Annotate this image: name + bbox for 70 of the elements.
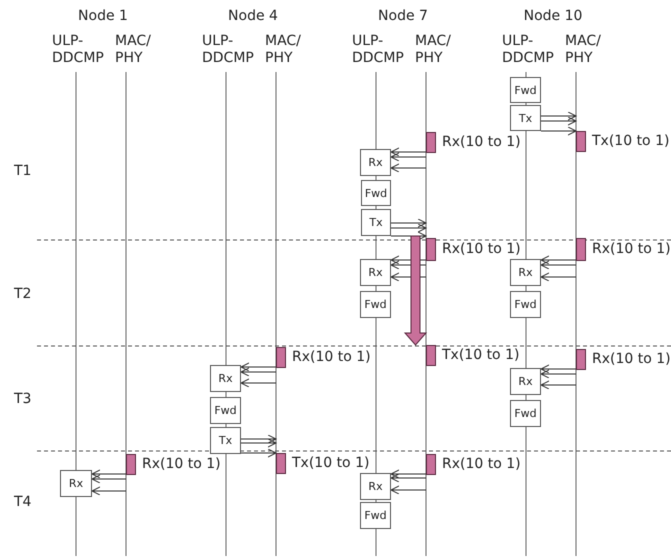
arrow — [240, 368, 276, 376]
layer-label: MAC/PHY — [565, 33, 602, 67]
arrow — [240, 378, 276, 388]
process-box: Fwd — [360, 502, 391, 529]
bar-label: Tx(10 to 1) — [292, 454, 370, 470]
arrow — [540, 370, 576, 378]
process-box: Tx — [510, 105, 541, 131]
time-slot-label: T3 — [14, 391, 32, 408]
arrow — [390, 474, 426, 482]
layer-label: ULP-DDCMP — [502, 33, 554, 67]
arrow — [540, 260, 576, 270]
process-box: Tx — [361, 209, 391, 236]
time-slot-label: T4 — [14, 494, 32, 511]
process-box: Fwd — [510, 291, 541, 318]
arrow — [390, 152, 426, 162]
arrow — [240, 434, 276, 444]
process-box: Fwd — [210, 397, 241, 424]
arrow — [240, 448, 276, 458]
layer-label: MAC/PHY — [115, 33, 152, 67]
arrow — [540, 116, 576, 126]
node-heading: Node 7 — [378, 8, 428, 24]
process-box: Rx — [360, 149, 391, 176]
bar-label: Tx(10 to 1) — [442, 346, 520, 362]
process-box: Fwd — [510, 77, 541, 103]
arrow — [540, 256, 576, 264]
node-heading: Node 4 — [228, 8, 278, 24]
layer-label: ULP-DDCMP — [52, 33, 104, 67]
process-box: Fwd — [360, 291, 391, 318]
arrow — [240, 438, 276, 448]
layer-label: ULP-DDCMP — [352, 33, 404, 67]
arrow — [540, 380, 576, 390]
arrow — [540, 126, 576, 136]
bar-label: Rx(10 to 1) — [592, 350, 671, 366]
node-heading: Node 10 — [524, 8, 582, 24]
arrow — [390, 148, 426, 156]
arrow — [390, 218, 426, 228]
time-slot-label: T1 — [14, 163, 32, 180]
arrow — [540, 364, 576, 374]
arrow — [240, 362, 276, 372]
arrow — [390, 486, 426, 494]
process-box: Rx — [510, 368, 541, 395]
bar-label: Rx(10 to 1) — [442, 240, 521, 256]
process-box: Rx — [210, 365, 241, 392]
process-box: Rx — [360, 473, 391, 500]
node-heading: Node 1 — [78, 8, 128, 24]
layer-label: MAC/PHY — [265, 33, 302, 67]
arrow — [540, 272, 576, 282]
bar-label: Rx(10 to 1) — [442, 456, 521, 472]
process-box: Fwd — [361, 180, 391, 206]
time-slot-label: T2 — [14, 286, 32, 303]
block-arrow — [404, 236, 428, 346]
bar-label: Rx(10 to 1) — [142, 456, 221, 472]
process-box: Rx — [510, 259, 541, 286]
process-box: Rx — [360, 259, 391, 286]
arrow — [390, 470, 426, 478]
process-box: Rx — [60, 470, 92, 497]
process-box: Tx — [210, 427, 241, 454]
arrow — [390, 224, 426, 232]
arrow — [92, 470, 126, 478]
bar-label: Rx(10 to 1) — [292, 348, 371, 364]
layer-label: ULP-DDCMP — [202, 33, 254, 67]
layer-label: MAC/PHY — [415, 33, 452, 67]
arrow — [92, 474, 126, 484]
bar-label: Rx(10 to 1) — [592, 240, 671, 256]
arrow — [540, 112, 576, 120]
process-box: Fwd — [510, 400, 541, 427]
arrow — [390, 164, 426, 172]
arrow — [92, 486, 126, 496]
bar-label: Tx(10 to 1) — [592, 132, 670, 148]
bar-label: Rx(10 to 1) — [442, 134, 521, 150]
